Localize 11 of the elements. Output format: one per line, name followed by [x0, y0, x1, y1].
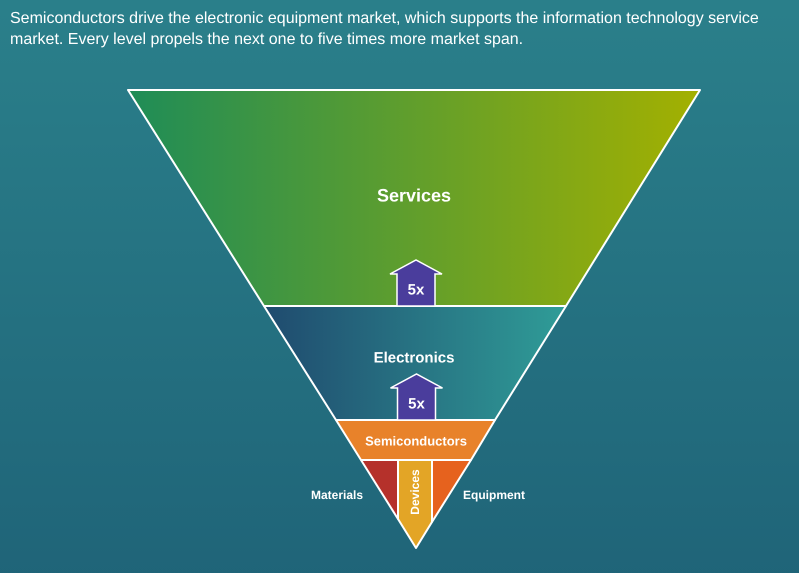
edge-label: 5x [408, 396, 425, 412]
segment-label: Services [376, 186, 452, 206]
segment-label: Equipment [463, 488, 525, 502]
segment-label: Materials [310, 488, 364, 502]
segment-label: Electronics [374, 350, 454, 366]
segment-label: Devices [408, 469, 422, 515]
segment-label: Semiconductors [365, 434, 467, 448]
edge-label: 5x [408, 282, 424, 298]
title: Semiconductors drive the electronic equipment market, which supports the information technology service market. Every level propels the next one to five times more market span. [10, 9, 760, 50]
block-arrow [389, 259, 443, 307]
block-arrow [390, 373, 444, 421]
